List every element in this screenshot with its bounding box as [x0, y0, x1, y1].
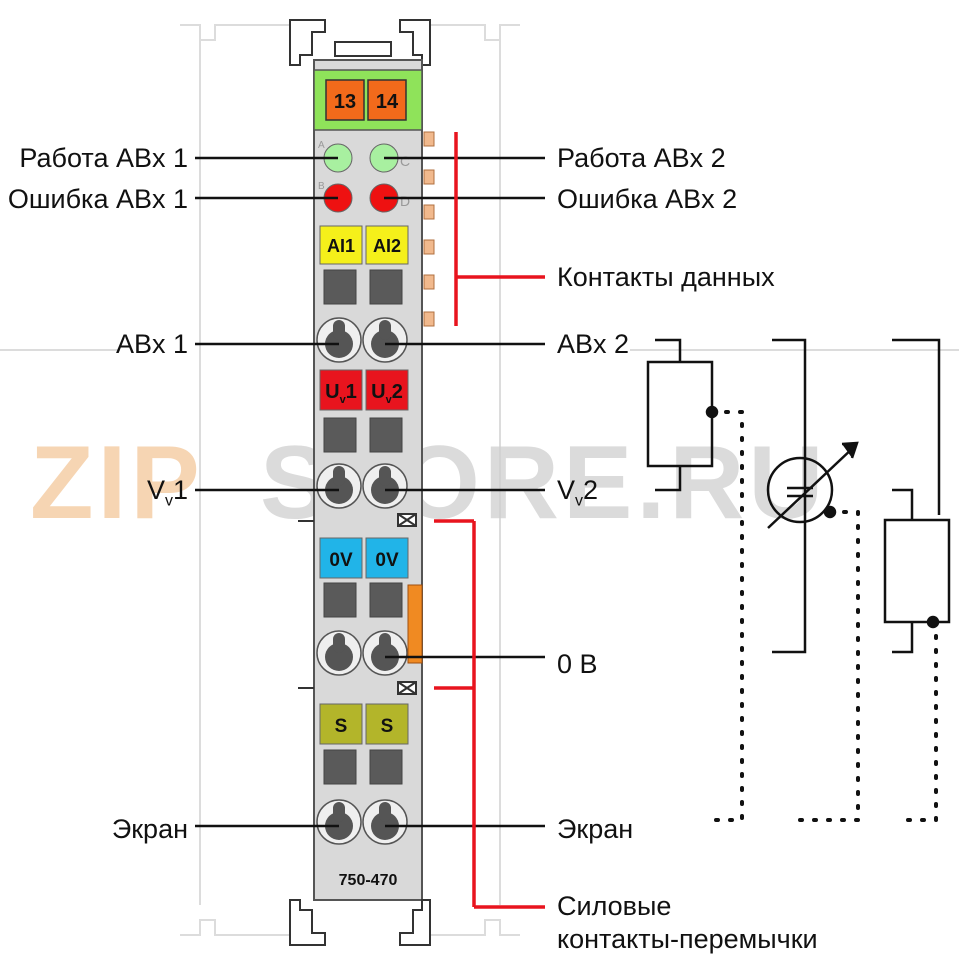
ai1-label: AI1 [327, 236, 355, 256]
label-abx-1: ABx 1 [115, 329, 188, 359]
label-vv-1-num: 1 [172, 475, 188, 505]
svg-text:ZIP: ZIP [30, 425, 204, 541]
led-letter-b: B [318, 181, 325, 192]
data-contact-tabs [423, 131, 435, 327]
label-error-1: Ошибка ABx 1 [7, 184, 188, 214]
spring-clamps [316, 317, 408, 845]
separator-marks [298, 513, 417, 695]
ai2-label: AI2 [373, 236, 401, 256]
uv-row: Uv1 Uv2 [319, 369, 409, 411]
dotted-wires [714, 410, 938, 822]
terminal-squares [323, 269, 403, 785]
label-vv-2-sub: v [575, 492, 584, 510]
sensor-schematic [646, 338, 951, 654]
led-letter-a: A [318, 140, 325, 151]
bottom-rail-clip [289, 899, 431, 946]
label-run-2: Работа ABx 2 [557, 143, 726, 173]
shield-label-2: S [381, 716, 394, 737]
label-zero-v: 0 B [557, 649, 598, 679]
red-brackets [434, 132, 545, 909]
uv1-label: Uv1 [325, 381, 357, 406]
label-vv-2: Vv2 [557, 477, 598, 509]
uv2-label: Uv2 [371, 381, 403, 406]
label-data-contacts: Контакты данных [557, 262, 775, 292]
label-power-line-2: контакты-перемычки [557, 924, 818, 954]
zero-v-label-2: 0V [375, 550, 399, 571]
top-rail-clip [289, 19, 431, 66]
led-letter-c: C [400, 153, 410, 169]
ai-row: AI1 AI2 [319, 225, 409, 265]
led-letter-d: D [400, 193, 410, 209]
label-run-1: Работа ABx 1 [19, 143, 188, 173]
label-abx-2: ABx 2 [557, 329, 630, 359]
label-vv-1-main: V [146, 475, 165, 505]
label-vv-1: Vv1 [147, 477, 188, 509]
rail-outline [0, 24, 959, 936]
label-error-2: Ошибка ABx 2 [557, 184, 738, 214]
top-connector: 13 14 [313, 69, 423, 131]
led-group: A C B D [318, 140, 410, 213]
leader-lines [195, 156, 545, 828]
connector-label-13: 13 [334, 91, 356, 113]
shield-label-1: S [335, 716, 348, 737]
zero-v-label-1: 0V [329, 550, 353, 571]
model-label: 750-470 [339, 872, 398, 889]
label-shield-right: Экран [557, 814, 634, 844]
label-vv-2-main: V [557, 475, 576, 505]
zero-v-row: 0V 0V [319, 537, 423, 664]
label-power-line-1: Силовые [557, 891, 672, 921]
label-shield-left: Экран [111, 814, 188, 844]
connector-label-14: 14 [376, 91, 399, 113]
label-vv-2-num: 2 [583, 475, 599, 505]
shield-row: S S [319, 703, 409, 745]
power-jumper-bar [407, 584, 423, 664]
label-vv-1-sub: v [164, 492, 173, 510]
